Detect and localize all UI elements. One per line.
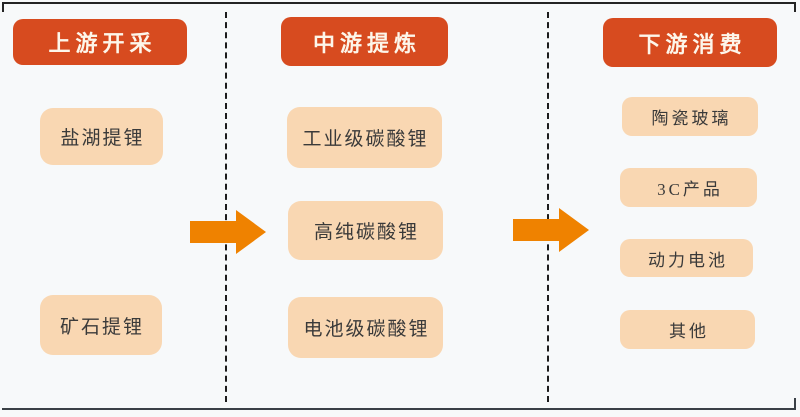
upstream-item-ore-extraction: 矿石提锂 <box>40 295 162 355</box>
downstream-item-ceramics-glass: 陶瓷玻璃 <box>622 97 758 136</box>
downstream-header: 下游消费 <box>603 18 777 67</box>
top-left-corner-tick <box>2 2 4 12</box>
arrow-midstream-to-downstream <box>512 208 590 252</box>
midstream-item-high-purity: 高纯碳酸锂 <box>288 201 443 260</box>
arrow-right-icon <box>190 210 266 254</box>
top-right-corner-tick <box>794 2 796 12</box>
column-divider-2 <box>547 12 549 402</box>
top-border-line <box>2 2 796 4</box>
bottom-border-line <box>2 408 796 410</box>
upstream-item-salt-lake-extraction: 盐湖提锂 <box>40 108 163 165</box>
arrow-right-icon <box>513 208 589 252</box>
downstream-item-3c-products: 3C产品 <box>620 168 757 207</box>
arrow-upstream-to-midstream <box>190 210 266 254</box>
midstream-header: 中游提炼 <box>281 17 448 66</box>
column-divider-1 <box>225 12 227 402</box>
downstream-item-others: 其他 <box>620 310 755 349</box>
bottom-right-corner-tick <box>794 398 796 410</box>
midstream-item-battery-grade: 电池级碳酸锂 <box>288 297 443 358</box>
upstream-header: 上游开采 <box>13 19 187 65</box>
midstream-item-industrial-grade: 工业级碳酸锂 <box>287 107 442 168</box>
downstream-item-power-battery: 动力电池 <box>620 239 753 277</box>
